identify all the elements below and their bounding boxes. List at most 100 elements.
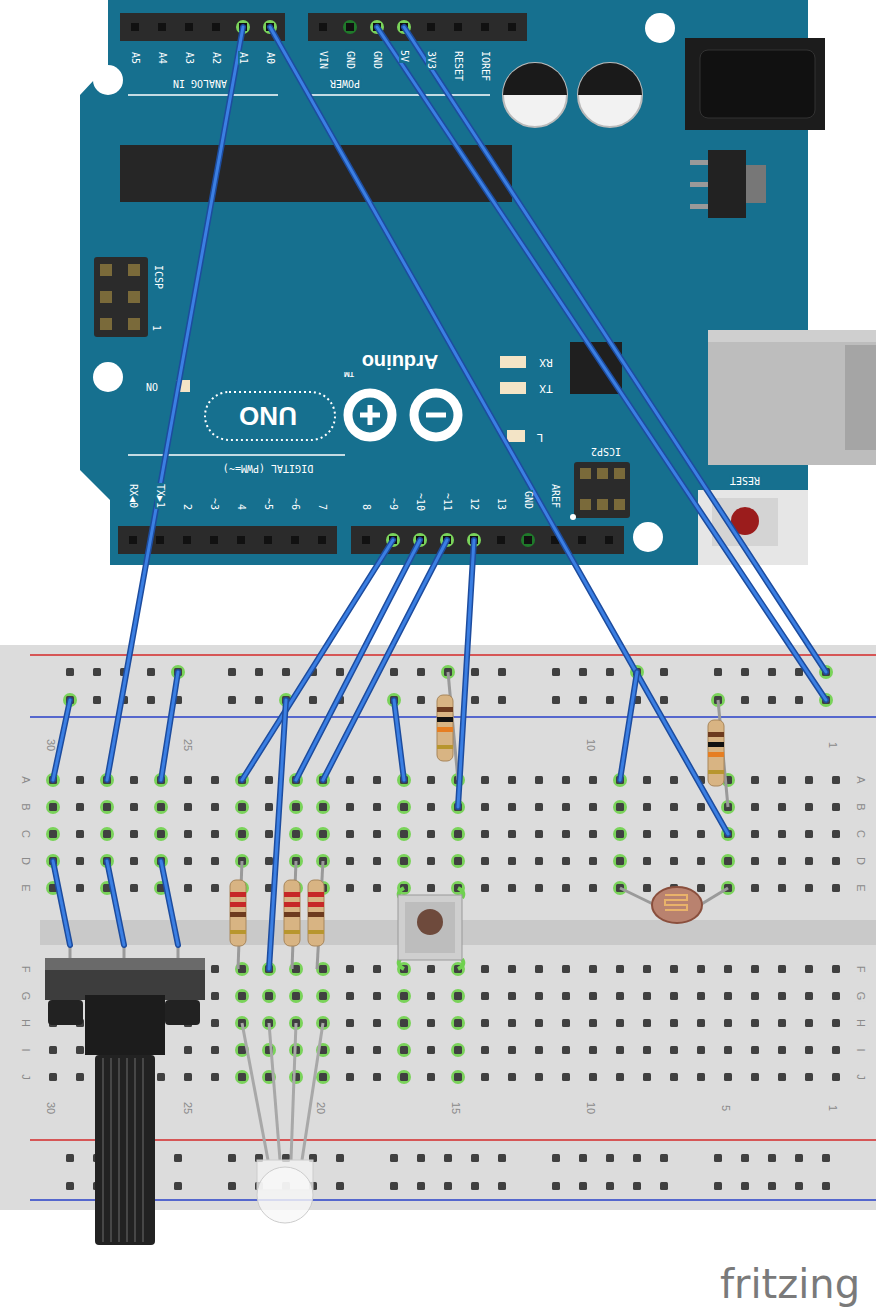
pin-label: VIN — [318, 50, 328, 70]
icsp-header — [580, 499, 591, 510]
breadboard-hole — [390, 1182, 398, 1190]
breadboard-hole — [262, 989, 276, 1003]
breadboard-hole — [451, 1016, 465, 1030]
pin-label: 12 — [469, 497, 479, 511]
breadboard-hole — [508, 830, 516, 838]
breadboard-hole — [633, 1154, 641, 1162]
breadboard-hole — [643, 776, 651, 784]
arduino-logo — [368, 405, 373, 425]
breadboard-hole — [346, 884, 354, 892]
breadboard-hole — [373, 857, 381, 865]
breadboard-hole — [606, 1182, 614, 1190]
breadboard-hole — [400, 1073, 408, 1081]
rgb-led — [302, 1023, 323, 1160]
resistor-symbol — [230, 912, 246, 917]
pin-label: RX◀0 — [128, 483, 138, 509]
breadboard-hole — [292, 992, 300, 1000]
breadboard-hole — [751, 803, 759, 811]
breadboard-hole — [417, 668, 425, 676]
breadboard-hole — [481, 830, 489, 838]
breadboard-label: C — [20, 829, 31, 839]
breadboard-hole — [481, 1019, 489, 1027]
breadboard-hole — [451, 1043, 465, 1057]
jumper-wire — [404, 27, 826, 672]
breadboard-hole — [49, 1046, 57, 1054]
breadboard-hole — [589, 803, 597, 811]
breadboard-hole — [805, 1073, 813, 1081]
breadboard-hole — [346, 1019, 354, 1027]
breadboard-hole — [454, 992, 462, 1000]
breadboard-hole — [508, 1073, 516, 1081]
breadboard-hole — [613, 854, 627, 868]
breadboard-hole — [589, 1046, 597, 1054]
breadboard-hole — [832, 1046, 840, 1054]
breadboard-hole — [211, 1046, 219, 1054]
breadboard-hole — [589, 992, 597, 1000]
breadboard-hole — [471, 1182, 479, 1190]
header-pin — [319, 23, 327, 31]
breadboard-hole — [805, 857, 813, 865]
breadboard-hole — [589, 1019, 597, 1027]
header-pin — [210, 536, 218, 544]
breadboard — [30, 1199, 876, 1201]
breadboard-hole — [508, 884, 516, 892]
breadboard-hole — [616, 992, 624, 1000]
jumper-wire — [458, 540, 474, 807]
potentiometer — [45, 958, 205, 970]
icsp-header — [574, 462, 630, 518]
resistor-symbol — [708, 770, 724, 774]
breadboard-hole — [238, 1073, 246, 1081]
breadboard-hole — [417, 696, 425, 704]
breadboard-hole — [265, 992, 273, 1000]
breadboard-hole — [346, 992, 354, 1000]
pin-label: A3 — [184, 51, 194, 65]
breadboard-hole — [751, 1019, 759, 1027]
breadboard-hole — [262, 1043, 276, 1057]
breadboard-hole — [670, 992, 678, 1000]
microcontroller-chip — [120, 145, 512, 202]
resistor-symbol — [708, 742, 724, 747]
breadboard-hole — [508, 857, 516, 865]
header-pin — [319, 23, 327, 31]
pin-label: GND — [345, 50, 355, 70]
icsp-header — [580, 468, 591, 479]
breadboard-hole — [778, 857, 786, 865]
resistor-symbol — [437, 727, 453, 732]
breadboard-hole — [373, 776, 381, 784]
breadboard-hole — [724, 965, 732, 973]
header-pin — [210, 536, 218, 544]
breadboard-hole — [319, 992, 327, 1000]
header-pin — [318, 536, 326, 544]
breadboard-hole — [714, 1154, 722, 1162]
breadboard-hole — [741, 1154, 749, 1162]
breadboard-hole — [660, 1154, 668, 1162]
rgb-led — [269, 1023, 280, 1160]
breadboard-hole — [130, 884, 138, 892]
jumper-wire — [377, 27, 826, 700]
breadboard-hole — [100, 800, 114, 814]
breadboard-hole — [832, 965, 840, 973]
breadboard-hole — [154, 800, 168, 814]
pin-label: 5V — [399, 49, 409, 63]
breadboard-label: I — [20, 1047, 31, 1052]
breadboard-hole — [130, 776, 138, 784]
jumper-wire — [107, 27, 243, 780]
pushbutton — [405, 902, 455, 953]
breadboard-hole — [235, 827, 249, 841]
breadboard-hole — [228, 696, 236, 704]
breadboard-hole — [589, 776, 597, 784]
breadboard-hole — [451, 1070, 465, 1084]
breadboard-label: J — [20, 1073, 31, 1081]
header-pin — [427, 23, 435, 31]
breadboard-hole — [697, 830, 705, 838]
breadboard-hole — [616, 830, 624, 838]
pushbutton — [398, 888, 463, 969]
breadboard-hole — [471, 668, 479, 676]
breadboard-hole — [400, 992, 408, 1000]
jumper-wire — [620, 672, 637, 780]
breadboard-hole — [589, 1019, 597, 1027]
capacitor — [503, 63, 567, 95]
jumper-wire — [394, 700, 404, 780]
voltage-regulator — [690, 204, 708, 209]
